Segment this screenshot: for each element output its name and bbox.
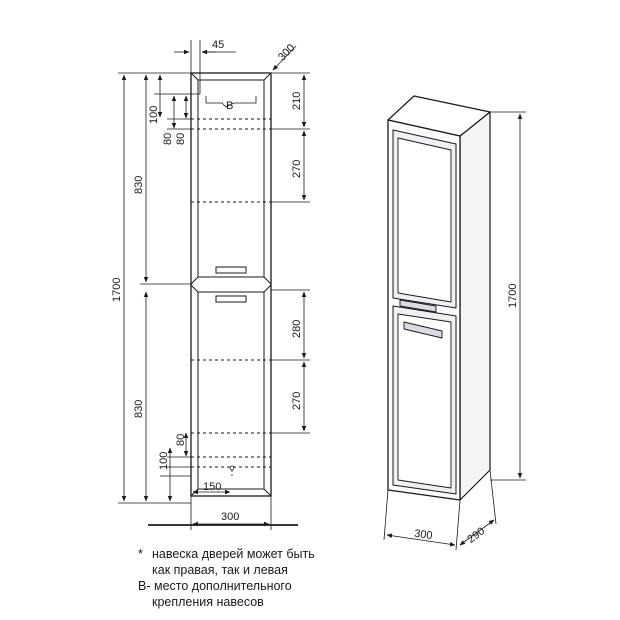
note-star: * <box>138 547 143 561</box>
isometric-view <box>387 95 491 501</box>
lower-door-top <box>190 284 272 293</box>
shelf-lines <box>191 118 271 468</box>
iso-lower-handle <box>403 321 443 339</box>
dim-80-a: 80 <box>162 133 174 145</box>
cabinet-outline <box>190 72 272 497</box>
dim-830-top: 830 <box>133 176 145 194</box>
note-line-3: B- место дополнительного <box>138 579 292 593</box>
dim-iso-290: 290 <box>465 525 487 545</box>
dim-300-front: 300 <box>221 511 239 523</box>
dim-270-bottom: 270 <box>291 392 303 410</box>
dim-100-top: 100 <box>148 106 160 124</box>
dim-280: 280 <box>291 320 303 338</box>
dim-iso-1700: 1700 <box>507 284 519 308</box>
note-line-1: *навеска дверей может быть <box>138 547 315 561</box>
notes-block: *навеска дверей может быть как правая, т… <box>138 546 398 610</box>
dim-45: 45 <box>212 39 224 51</box>
dim-150: 150 <box>203 481 221 493</box>
upper-door-bottom <box>190 276 272 285</box>
mount-hole <box>229 465 235 471</box>
lower-handle <box>215 295 247 303</box>
dim-80-b: 80 <box>175 133 187 145</box>
hinge-b-marker <box>205 96 257 108</box>
iso-upper-handle <box>399 299 437 313</box>
dim-270-top: 270 <box>291 160 303 178</box>
dim-iso-300: 300 <box>413 528 433 542</box>
dim-80-bottom: 80 <box>175 434 187 446</box>
front-dimension-lines <box>118 40 310 530</box>
top-bevel <box>190 72 272 81</box>
dim-210: 210 <box>291 92 303 110</box>
dim-830-bottom: 830 <box>133 400 145 418</box>
upper-handle <box>215 266 247 274</box>
dim-300-diag: 300 <box>276 42 297 63</box>
front-view <box>148 72 298 526</box>
dim-1700-left: 1700 <box>111 278 123 302</box>
iso-dimension-lines <box>383 111 526 551</box>
note-line-2: как правая, так и левая <box>152 563 288 577</box>
note-line-4: крепления навесов <box>152 595 264 609</box>
dim-100-bottom: 100 <box>158 452 170 470</box>
dim-hinge-b: B <box>226 100 233 112</box>
iso-side-panel <box>459 111 491 501</box>
